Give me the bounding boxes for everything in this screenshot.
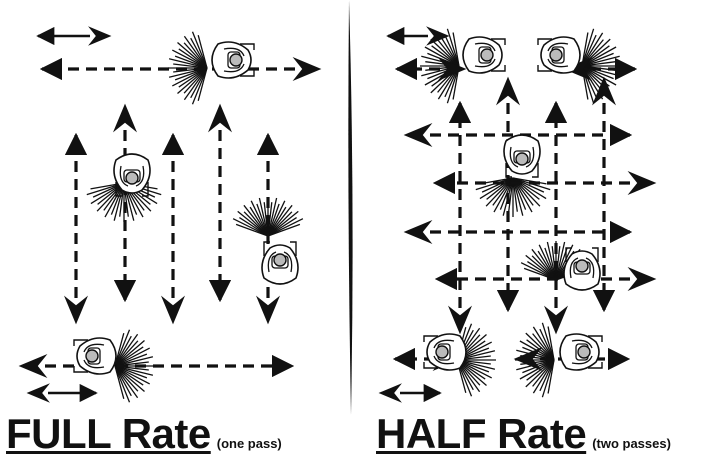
walking-spreader-figure-icon-4 [73, 337, 117, 375]
half-rate-subtitle: (two passes) [592, 436, 671, 451]
walking-spreader-figure-icon-6 [537, 36, 581, 74]
walking-spreader-figure-icon-5 [462, 36, 506, 74]
walking-spreader-figure-icon-8 [563, 247, 601, 291]
walking-spreader-figure-icon-1 [211, 41, 255, 79]
full-rate-title: FULL Rate [6, 410, 211, 457]
full-rate-caption: FULL Rate (one pass) [6, 410, 282, 457]
spray-fan-5 [420, 28, 460, 104]
walking-spreader-figure-icon-7 [503, 134, 541, 178]
panel-divider [348, 0, 353, 415]
walking-spreader-figure-icon-9 [423, 333, 467, 371]
half-rate-caption: HALF Rate (two passes) [376, 410, 671, 457]
spray-fan-6 [581, 28, 621, 104]
full-rate-subtitle: (one pass) [216, 436, 282, 451]
walking-spreader-figure-icon-10 [559, 333, 603, 371]
walking-spreader-figure-icon-3 [261, 241, 299, 285]
half-rate-title: HALF Rate [376, 410, 587, 457]
